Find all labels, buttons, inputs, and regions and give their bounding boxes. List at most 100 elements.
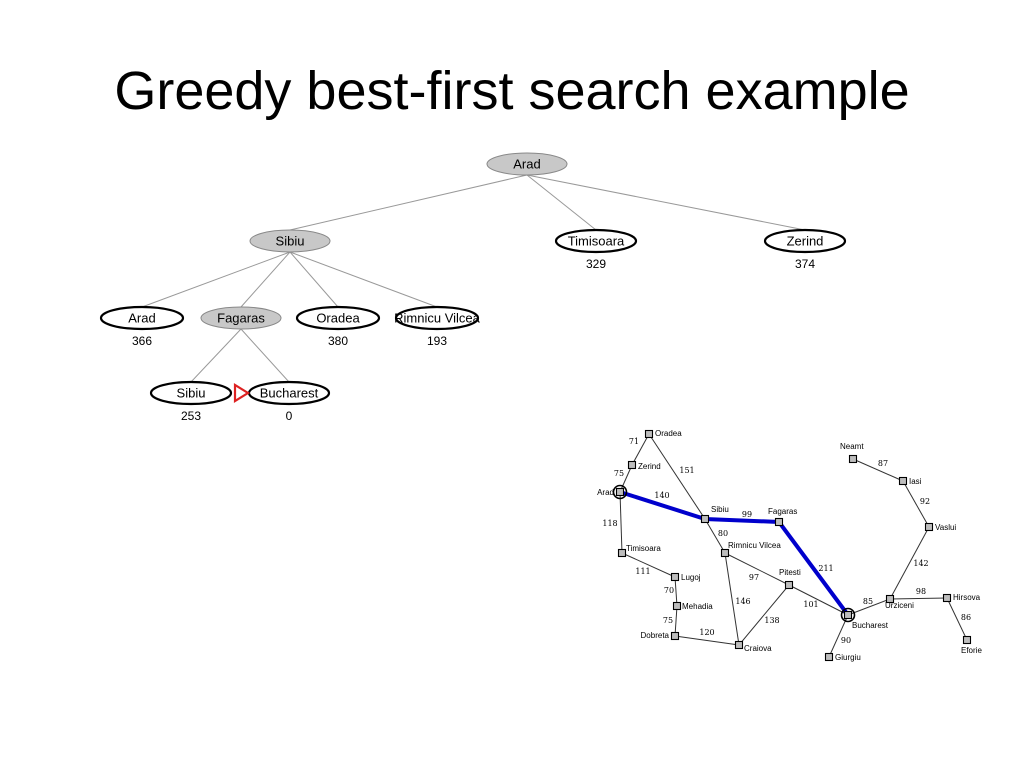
road-distance-label: 97 — [749, 573, 759, 582]
road-distance-label: 86 — [961, 613, 971, 622]
tree-node-value: 253 — [181, 409, 201, 423]
tree-node-ellipse — [249, 229, 331, 253]
tree-node-label: Oradea — [316, 311, 360, 326]
map-city-rimnicu: Rimnicu Vilcea — [720, 541, 781, 558]
city-label: Iasi — [909, 477, 922, 486]
tree-node: Sibiu 253 — [149, 380, 233, 423]
city-marker-icon — [962, 635, 972, 645]
map-road — [738, 584, 790, 646]
tree-edge — [240, 251, 291, 308]
map-city-zerind: Zerind — [627, 460, 661, 471]
road-distance-label: 138 — [764, 616, 779, 625]
tree-node-label: Arad — [128, 311, 155, 326]
city-label: Bucharest — [852, 621, 889, 630]
city-marker-icon — [843, 610, 853, 620]
map-city-pitesti: Pitesti — [779, 568, 801, 590]
tree-node-ellipse — [200, 306, 282, 330]
map-city-oradea: Oradea — [644, 429, 682, 439]
slide-title: Greedy best-first search example — [114, 61, 910, 121]
tree-node: Sibiu — [249, 229, 331, 253]
tree-node-label: Sibiu — [276, 234, 305, 249]
map-city-lugoj: Lugoj — [670, 572, 701, 582]
map-city-giurgiu: Giurgiu — [824, 652, 861, 662]
city-marker-icon — [824, 652, 834, 662]
city-label: Giurgiu — [835, 653, 861, 662]
map-city-urziceni: Urziceni — [885, 594, 914, 610]
city-label: Hirsova — [953, 593, 981, 602]
map-city-neamt: Neamt — [840, 442, 864, 464]
city-marker-icon — [720, 548, 730, 558]
road-distance-label: 75 — [614, 469, 624, 478]
map-road — [847, 598, 891, 616]
tree-edge — [289, 251, 339, 308]
tree-node-value: 329 — [586, 257, 606, 271]
road-distance-label: 80 — [718, 529, 728, 538]
city-marker-icon — [617, 548, 627, 558]
city-marker-icon — [644, 429, 654, 439]
tree-edge — [526, 174, 806, 231]
map-road — [619, 491, 623, 554]
road-distance-label: 85 — [863, 597, 873, 606]
tree-node-label: Arad — [513, 157, 540, 172]
road-distance-label: 99 — [742, 510, 752, 519]
map-road — [619, 464, 633, 493]
city-label: Arad — [597, 488, 614, 497]
road-distance-label: 98 — [916, 587, 926, 596]
tree-node-label: Zerind — [787, 234, 824, 249]
road-distance-label: 87 — [878, 459, 888, 468]
map-road — [852, 458, 904, 482]
city-highlight-circle — [840, 607, 856, 623]
tree-edge — [526, 174, 597, 231]
tree-node-value: 380 — [328, 334, 348, 348]
city-label: Zerind — [638, 462, 661, 471]
map-road — [704, 518, 726, 554]
city-label: Eforie — [961, 646, 982, 655]
map-city-iasi: Iasi — [898, 476, 922, 486]
city-label: Vaslui — [935, 523, 956, 532]
tree-node-ellipse — [486, 152, 568, 176]
road-distance-label: 70 — [664, 586, 674, 595]
city-marker-icon — [734, 640, 744, 650]
map-highlighted-path — [619, 490, 850, 617]
road-distance-label: 118 — [602, 519, 617, 528]
city-label: Fagaras — [768, 507, 797, 516]
road-distance-label: 75 — [663, 616, 673, 625]
map-road — [788, 584, 849, 616]
map-road — [724, 552, 740, 646]
map-city-timisoara: Timisoara — [617, 544, 661, 558]
map-city-sibiu: Sibiu — [700, 505, 729, 524]
tree-edge — [141, 251, 291, 308]
map-road — [674, 605, 678, 637]
road-distance-label: 101 — [803, 600, 818, 609]
road-distance-label: 120 — [699, 628, 714, 637]
city-label: Urziceni — [885, 601, 914, 610]
map-road — [889, 526, 930, 600]
map-city-vaslui: Vaslui — [924, 522, 956, 532]
tree-node-ellipse — [763, 228, 847, 254]
road-distance-label: 142 — [913, 559, 928, 568]
map-city-fagaras: Fagaras — [768, 507, 797, 527]
tree-node-label: Timisoara — [568, 234, 625, 249]
city-marker-icon — [924, 522, 934, 532]
tree-node-ellipse — [149, 380, 233, 406]
city-marker-icon — [898, 476, 908, 486]
tree-edge — [289, 174, 528, 231]
city-highlight-circle — [612, 484, 628, 500]
map-city-arad: Arad — [597, 484, 628, 500]
tree-node: Oradea 380 — [295, 305, 381, 348]
city-label: Neamt — [840, 442, 864, 451]
tree-node-label: Sibiu — [177, 386, 206, 401]
city-marker-icon — [848, 454, 858, 464]
tree-edge — [240, 328, 290, 383]
city-label: Oradea — [655, 429, 682, 438]
map-road — [648, 433, 706, 520]
city-marker-icon — [784, 580, 794, 590]
city-label: Rimnicu Vilcea — [728, 541, 781, 550]
road-distance-label: 140 — [654, 491, 669, 500]
tree-node-label: Bucharest — [260, 386, 319, 401]
map-road — [889, 597, 948, 600]
